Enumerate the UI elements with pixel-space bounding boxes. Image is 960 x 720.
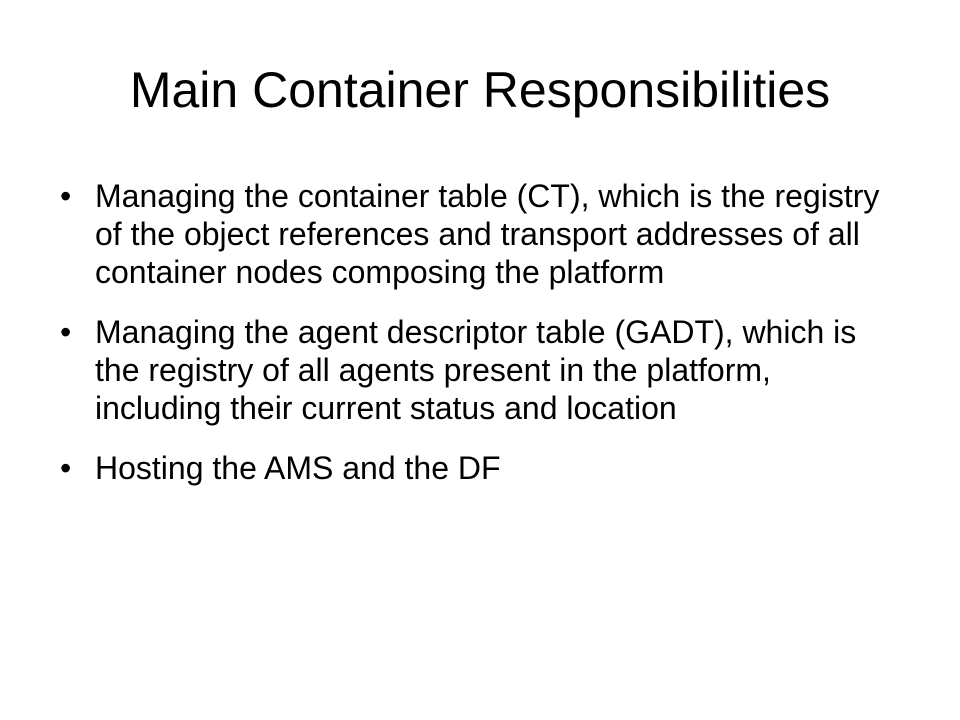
bullet-icon: • bbox=[60, 314, 72, 350]
bullet-item: • Managing the agent descriptor table (G… bbox=[60, 313, 900, 427]
bullet-item: • Hosting the AMS and the DF bbox=[60, 449, 900, 487]
bullet-text: Managing the agent descriptor table (GAD… bbox=[95, 314, 857, 426]
bullet-item: • Managing the container table (CT), whi… bbox=[60, 177, 900, 291]
bullet-icon: • bbox=[60, 450, 72, 486]
bullet-icon: • bbox=[60, 178, 72, 214]
bullet-text: Managing the container table (CT), which… bbox=[95, 178, 880, 290]
bullet-text: Hosting the AMS and the DF bbox=[95, 450, 501, 486]
slide-title: Main Container Responsibilities bbox=[129, 62, 831, 118]
bullet-list: • Managing the container table (CT), whi… bbox=[60, 177, 900, 509]
